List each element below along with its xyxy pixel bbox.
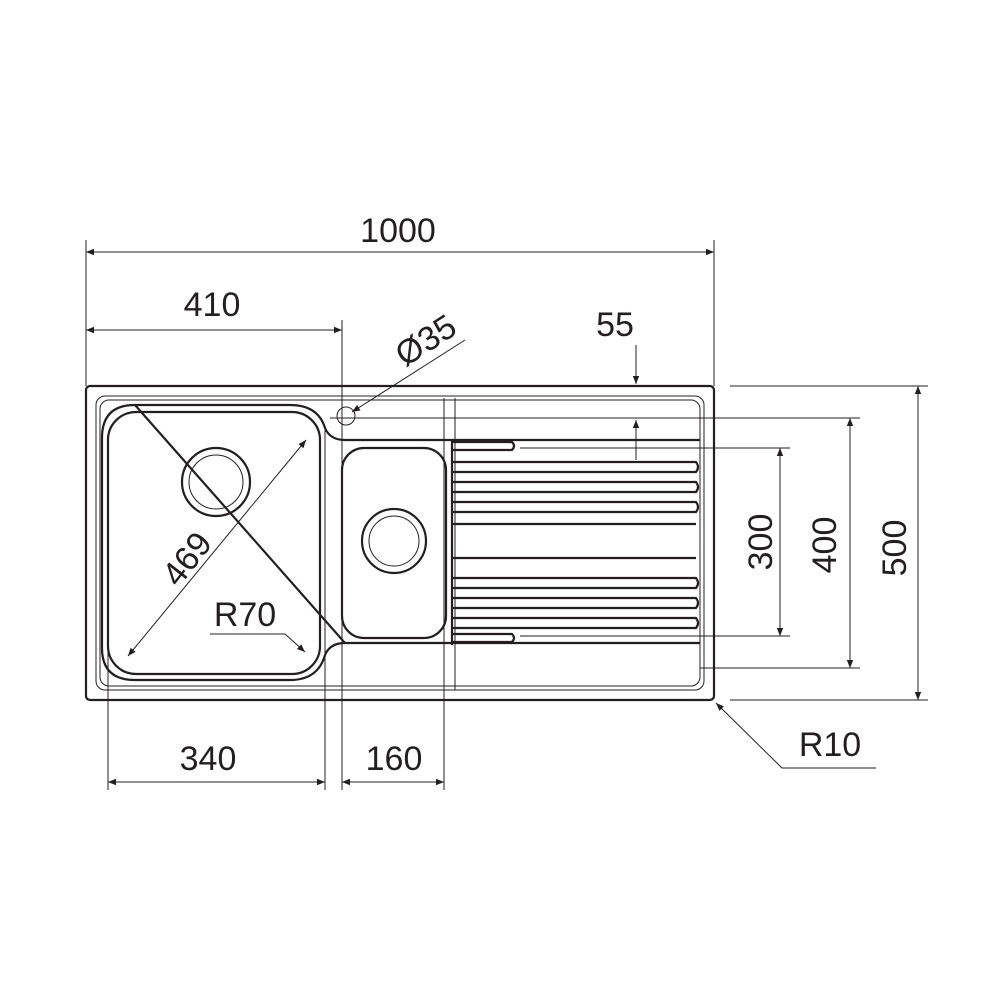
small-drain-icon <box>360 507 428 575</box>
dim-overall-width: 500 <box>876 520 914 577</box>
dimension-lines <box>86 248 922 786</box>
dim-bowl-radius: R70 <box>214 596 276 634</box>
large-drain-icon <box>180 446 252 518</box>
dim-small-bowl-length: 160 <box>366 740 423 778</box>
extension-lines <box>85 240 928 790</box>
dim-large-bowl-length: 340 <box>180 740 237 778</box>
dim-drainer-offset: 55 <box>596 306 634 344</box>
dim-bowl-width: 400 <box>806 517 844 574</box>
drainer-grooves <box>450 440 700 645</box>
dim-overall-length: 1000 <box>360 212 436 250</box>
small-bowl <box>340 446 448 640</box>
dim-tap-hole: Ø35 <box>389 307 464 374</box>
tap-hole-icon <box>336 406 356 426</box>
dim-corner-radius: R10 <box>799 726 861 764</box>
dim-bowl-diagonal: 469 <box>155 525 220 593</box>
dim-drainer-width: 300 <box>742 514 780 571</box>
sink-outline <box>84 384 716 702</box>
dim-bowl-offset: 410 <box>184 286 241 324</box>
